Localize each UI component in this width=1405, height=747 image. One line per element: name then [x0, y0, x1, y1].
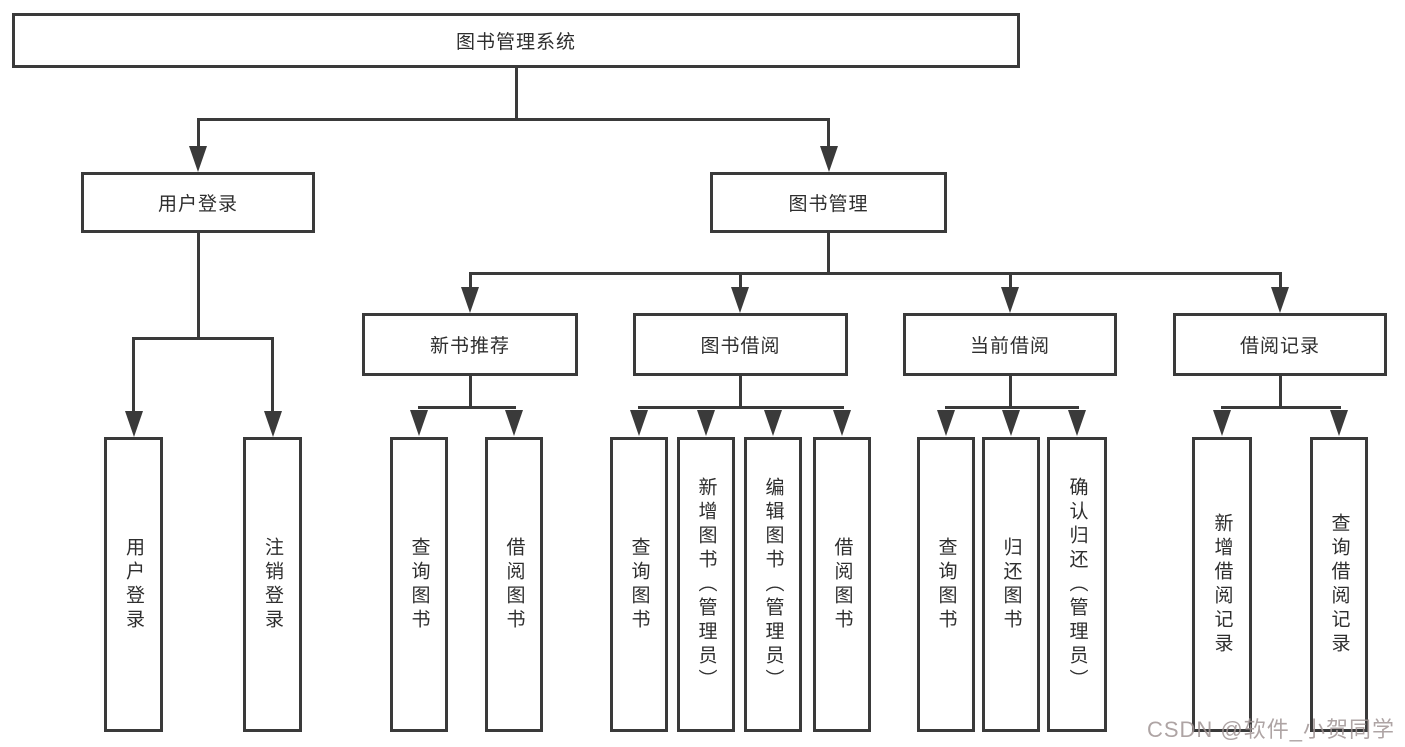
arrow-down-icon: [937, 410, 955, 436]
arrow-down-icon: [819, 146, 838, 172]
leaf-logout-login: 注销登录: [243, 437, 302, 732]
leaf-current-confirm-return-admin: 确认归还（管理员）: [1047, 437, 1107, 732]
connector-hline: [196, 118, 830, 121]
connector-vline: [514, 68, 518, 118]
leaf-borrow-query-books: 查询图书: [610, 437, 668, 732]
connector-hline: [1220, 406, 1341, 409]
node-new-book-recommend: 新书推荐: [362, 313, 578, 376]
arrow-down-icon: [1330, 410, 1348, 436]
leaf-records-query-record: 查询借阅记录: [1310, 437, 1368, 732]
connector-hline: [417, 406, 516, 409]
leaf-records-add-record: 新增借阅记录: [1192, 437, 1252, 732]
connector-vline: [271, 337, 274, 414]
arrow-down-icon: [1271, 287, 1289, 313]
leaf-newbook-borrow-books: 借阅图书: [485, 437, 543, 732]
leaf-newbook-query-books: 查询图书: [390, 437, 448, 732]
leaf-user-login: 用户登录: [104, 437, 163, 732]
connector-vline: [1278, 272, 1282, 289]
connector-vline: [827, 233, 830, 272]
leaf-current-query-books: 查询图书: [917, 437, 975, 732]
arrow-down-icon: [189, 146, 207, 172]
connector-vline: [738, 376, 742, 409]
arrow-down-icon: [833, 410, 851, 436]
leaf-borrow-add-books-admin: 新增图书（管理员）: [677, 437, 735, 732]
arrow-down-icon: [124, 411, 143, 437]
csdn-watermark: CSDN @软件_小贺同学: [1146, 717, 1395, 742]
connector-hline: [132, 337, 274, 340]
node-user-login: 用户登录: [81, 172, 315, 233]
connector-vline: [1008, 376, 1012, 409]
node-current-borrowing: 当前借阅: [903, 313, 1117, 376]
connector-vline: [468, 376, 472, 409]
arrow-down-icon: [731, 287, 749, 313]
connector-vline: [132, 337, 135, 414]
arrow-down-icon: [505, 410, 523, 436]
leaf-borrow-borrow-books: 借阅图书: [813, 437, 871, 732]
arrow-down-icon: [1068, 410, 1086, 436]
connector-vline: [1278, 376, 1282, 409]
node-root: 图书管理系统: [12, 13, 1020, 68]
arrow-down-icon: [263, 411, 282, 437]
arrow-down-icon: [461, 287, 479, 313]
node-book-borrowing: 图书借阅: [633, 313, 848, 376]
arrow-down-icon: [697, 410, 715, 436]
arrow-down-icon: [630, 410, 648, 436]
leaf-borrow-edit-books-admin: 编辑图书（管理员）: [744, 437, 802, 732]
leaf-current-return-books: 归还图书: [982, 437, 1040, 732]
node-book-management: 图书管理: [710, 172, 947, 233]
arrow-down-icon: [410, 410, 428, 436]
connector-vline: [196, 118, 200, 150]
connector-hline: [468, 272, 1282, 275]
arrow-down-icon: [764, 410, 782, 436]
connector-vline: [468, 272, 472, 289]
connector-vline: [1008, 272, 1012, 289]
connector-hline: [637, 406, 844, 409]
connector-vline: [827, 118, 830, 150]
node-borrowing-records: 借阅记录: [1173, 313, 1387, 376]
connector-hline: [944, 406, 1079, 409]
connector-vline: [196, 233, 200, 337]
connector-vline: [738, 272, 742, 289]
arrow-down-icon: [1002, 410, 1020, 436]
arrow-down-icon: [1213, 410, 1231, 436]
arrow-down-icon: [1001, 287, 1019, 313]
